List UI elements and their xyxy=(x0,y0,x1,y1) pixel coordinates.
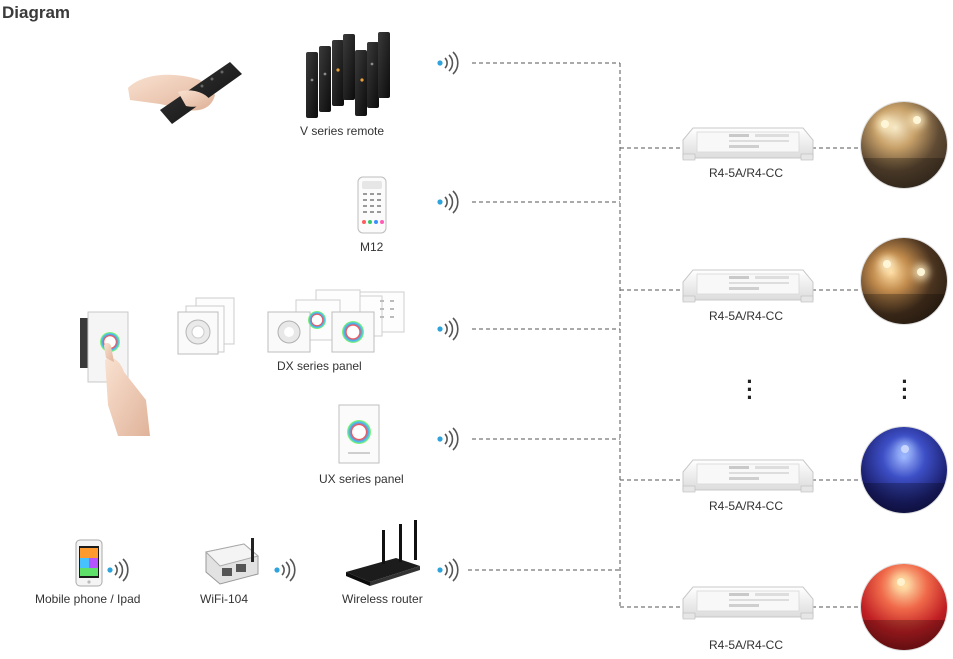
router xyxy=(346,520,420,586)
diagram-title: Diagram xyxy=(2,3,71,22)
wifi-signal-icon xyxy=(273,558,296,582)
label-wireless-router: Wireless router xyxy=(342,592,423,606)
receiver-device xyxy=(682,586,814,620)
ellipsis-icon: ··· xyxy=(901,369,909,410)
receiver-device xyxy=(682,269,814,303)
smartphone xyxy=(75,539,103,587)
scene-room xyxy=(861,564,947,650)
panel-pair xyxy=(177,297,235,355)
label-ux-series-panel: UX series panel xyxy=(319,472,404,486)
wifi-signal-icon xyxy=(436,558,459,582)
m12-remote xyxy=(357,176,387,234)
receiver-device xyxy=(682,127,814,161)
ux-panel xyxy=(338,404,380,464)
label-dx-series-panel: DX series panel xyxy=(277,359,362,373)
wifi-signal-icon xyxy=(436,317,459,341)
wifi-signal-icon xyxy=(106,558,129,582)
label-receiver: R4-5A/R4-CC xyxy=(709,499,784,513)
remote-group xyxy=(306,32,390,118)
scene-room xyxy=(861,102,947,188)
label-receiver: R4-5A/R4-CC xyxy=(709,166,784,180)
label-v-series-remote: V series remote xyxy=(300,124,385,138)
label-m12: M12 xyxy=(360,240,384,254)
label-mobile-phone: Mobile phone / Ipad xyxy=(35,592,141,606)
scene-room xyxy=(861,427,947,513)
hand-holding-remote xyxy=(128,62,242,124)
wifi-signal-icon xyxy=(436,190,459,214)
wifi-signal-icon xyxy=(436,427,459,451)
label-wifi-104: WiFi-104 xyxy=(200,592,249,606)
wifi-controller xyxy=(204,538,260,585)
touch-panel-hand xyxy=(80,311,150,436)
ellipsis-icon: ··· xyxy=(746,369,754,410)
scene-room xyxy=(861,238,947,324)
wifi-signal-icon xyxy=(436,51,459,75)
dx-panel-group xyxy=(267,289,405,353)
receiver-device xyxy=(682,459,814,493)
label-receiver: R4-5A/R4-CC xyxy=(709,309,784,323)
label-receiver: R4-5A/R4-CC xyxy=(709,638,784,652)
